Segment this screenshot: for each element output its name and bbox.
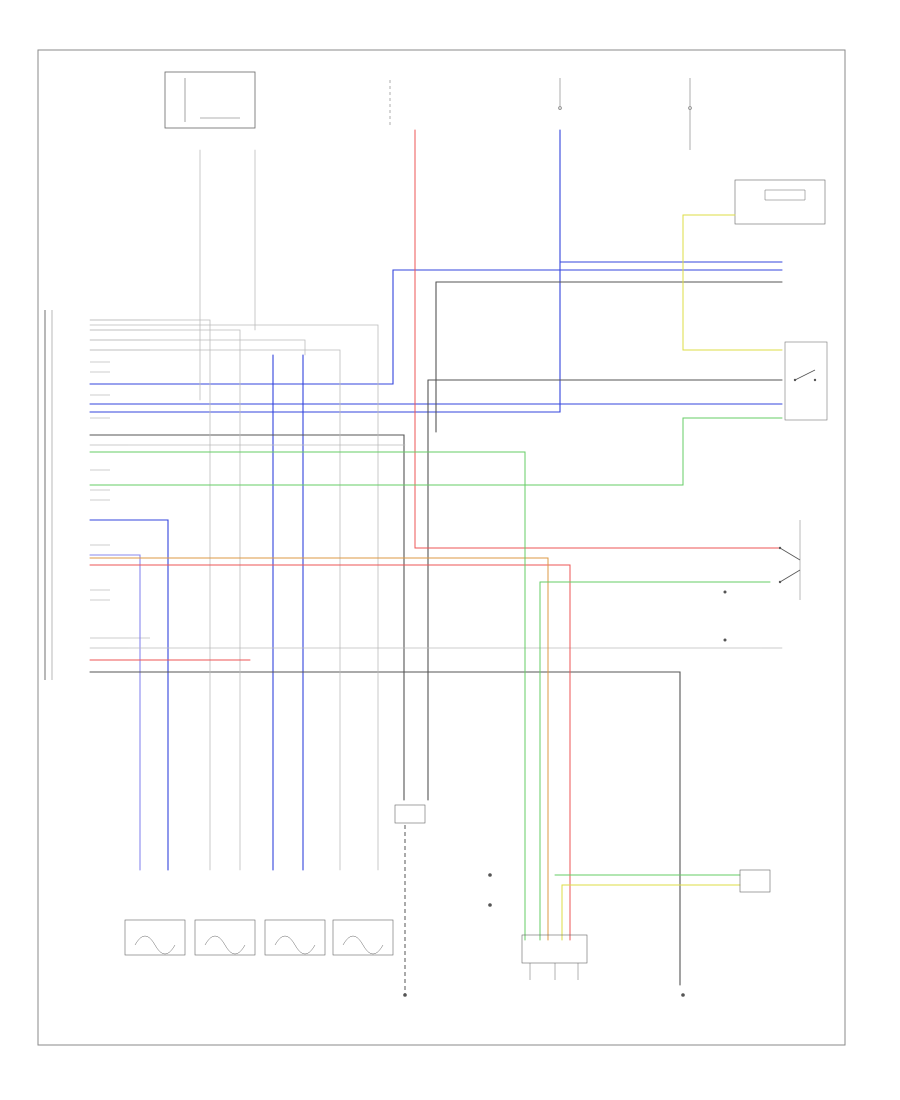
lr-wheel-sensor [264,919,326,956]
rr-wheel-sensor [332,919,394,956]
brake-fluid-switch [739,869,771,893]
blue-wires [89,129,783,871]
yellow-wires [561,214,783,941]
rf-wheel-sensor [194,919,256,956]
red-wires [89,129,781,941]
switch-icon [794,369,816,381]
ground-icon [723,590,727,594]
fuse-box [164,71,256,129]
connector-box-top-right [734,179,826,225]
parking-brake-switch [778,520,801,600]
hydraulic-unit [521,934,588,980]
ground-symbols [403,590,727,997]
gray-wires [89,149,783,871]
ecu-pins [90,319,150,639]
black-wires [89,281,783,986]
diagram-frame [37,49,846,1046]
stop-lamp-switch [784,341,828,421]
top-feeds [389,78,692,150]
data-link-connector [394,804,426,995]
connector-icon [394,804,426,824]
sensor-icon [264,919,326,956]
orange-wires [89,557,549,941]
sensor-icon [124,919,186,956]
green-wires [89,417,783,941]
sensor-icon [332,919,394,956]
main-ecu [44,310,53,680]
lf-wheel-sensor [124,919,186,956]
sensor-icon [194,919,256,956]
